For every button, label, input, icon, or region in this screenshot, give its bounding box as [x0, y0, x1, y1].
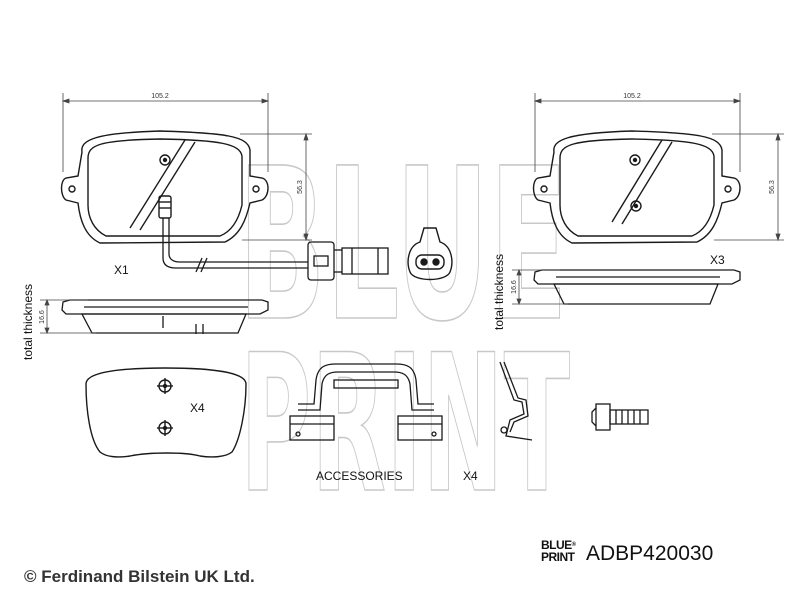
- accessory-retaining-clip: [499, 361, 533, 441]
- dimension-left-pad-height: [240, 132, 312, 242]
- brake-pad-front-view: [532, 130, 741, 244]
- dimension-left-pad-width: [61, 93, 270, 172]
- brake-pad-side-profile-left: [61, 299, 269, 334]
- right-pad-width-value: 105.2: [623, 93, 641, 100]
- thickness-value-left: 16.6: [39, 310, 46, 324]
- quantity-pad-with-sensor: X1: [114, 263, 129, 277]
- thickness-value-right: 16.6: [511, 280, 518, 294]
- part-number: ADBP420030: [586, 542, 714, 565]
- accessories-label: ACCESSORIES: [316, 469, 403, 483]
- dimension-right-pad-width: [533, 93, 742, 172]
- brake-pad-with-sensor-front-view: [60, 130, 269, 244]
- dimension-total-thickness-left: [40, 298, 96, 335]
- brand-logo-line-1: BLUE: [541, 538, 572, 552]
- accessory-spring-clip: [289, 363, 443, 441]
- accessory-guide-bolt: [591, 403, 649, 431]
- total-thickness-label-right: total thickness: [492, 254, 506, 330]
- left-pad-height-value: 56.3: [297, 180, 304, 194]
- brake-pad-side-profile-right: [533, 269, 741, 305]
- right-pad-height-value: 56.3: [769, 180, 776, 194]
- watermark: BLUE PRINT: [237, 122, 571, 536]
- watermark-line-1: BLUE: [238, 123, 568, 368]
- sensor-plug-end-view: [407, 227, 453, 281]
- brand-registered-mark: ®: [571, 542, 576, 548]
- quantity-pads-plain: X3: [710, 253, 725, 267]
- dimension-total-thickness-right: [512, 268, 568, 306]
- wear-sensor-cable: [162, 218, 389, 281]
- anti-noise-shim: [85, 367, 247, 458]
- left-pad-width-value: 105.2: [151, 93, 169, 100]
- quantity-accessories: X4: [463, 469, 478, 483]
- quantity-shims: X4: [190, 401, 205, 415]
- copyright-notice: © Ferdinand Bilstein UK Ltd.: [24, 567, 255, 586]
- total-thickness-label-left: total thickness: [21, 284, 35, 360]
- brand-logo: BLUE® PRINT: [541, 539, 579, 563]
- brand-logo-line-2: PRINT: [541, 550, 575, 564]
- dimension-right-pad-height: [712, 132, 784, 242]
